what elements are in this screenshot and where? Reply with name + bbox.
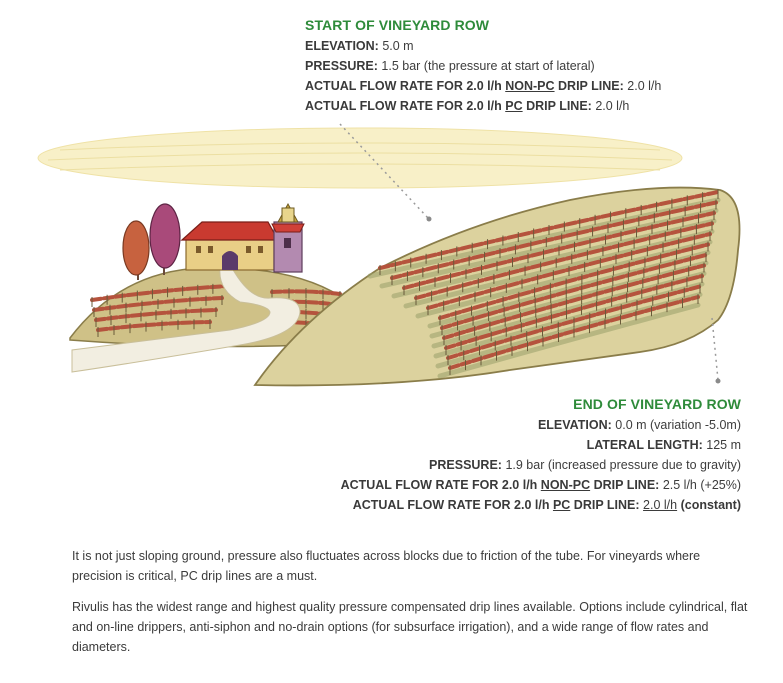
cypress-trees [122, 203, 181, 280]
vine-row [438, 241, 710, 325]
row-shadow [415, 239, 713, 319]
winding-path [71, 267, 301, 373]
end-marker [715, 378, 721, 384]
end-elevation: ELEVATION: 0.0 m (variation -5.0m) [537, 418, 741, 432]
row-shadow [379, 208, 719, 289]
vine-row [440, 252, 708, 335]
body-paragraph-1: It is not just sloping ground, pressure … [72, 548, 701, 583]
row-shadow [367, 197, 721, 279]
end-lateral-length: LATERAL LENGTH: 125 m [586, 438, 741, 452]
end-of-row-callout: END OF VINEYARD ROW ELEVATION: 0.0 m (va… [341, 394, 741, 515]
left-vine-row [90, 283, 230, 307]
start-nonpc-flow: ACTUAL FLOW RATE FOR 2.0 l/h NON-PC DRIP… [305, 79, 662, 93]
leader-lines [339, 123, 719, 381]
start-marker [426, 216, 432, 222]
vine-row [442, 262, 706, 345]
start-pressure: PRESSURE: 1.5 bar (the pressure at start… [305, 59, 595, 73]
start-elevation: ELEVATION: 5.0 m [305, 39, 414, 53]
start-of-row-callout: START OF VINEYARD ROW ELEVATION: 5.0 m P… [305, 15, 661, 116]
vine-row [426, 231, 712, 315]
end-pc-flow: ACTUAL FLOW RATE FOR 2.0 l/h PC DRIP LIN… [352, 498, 741, 512]
vine-row [444, 273, 704, 355]
vineyard-hill [253, 186, 741, 387]
left-vine-row [270, 288, 342, 301]
vine-row [414, 220, 714, 305]
vine-row [446, 283, 702, 365]
sky-band [37, 127, 683, 189]
row-shadow [437, 302, 701, 379]
left-vine-row [94, 307, 218, 327]
farmhouse [180, 202, 305, 273]
start-pc-flow: ACTUAL FLOW RATE FOR 2.0 l/h PC DRIP LIN… [305, 99, 630, 113]
vine-row [448, 294, 700, 375]
start-title: START OF VINEYARD ROW [305, 17, 490, 33]
vine-row [402, 210, 716, 295]
row-shadow [391, 218, 717, 299]
left-vine-row [92, 295, 224, 317]
body-paragraph-2: Rivulis has the widest range and highest… [72, 599, 748, 654]
end-nonpc-flow: ACTUAL FLOW RATE FOR 2.0 l/h NON-PC DRIP… [340, 478, 741, 492]
end-title: END OF VINEYARD ROW [573, 396, 741, 412]
vine-row [390, 199, 718, 285]
left-vine-row [96, 319, 212, 337]
end-pressure: PRESSURE: 1.9 bar (increased pressure du… [429, 458, 741, 472]
vine-row [378, 189, 720, 275]
row-shadow [435, 292, 703, 369]
